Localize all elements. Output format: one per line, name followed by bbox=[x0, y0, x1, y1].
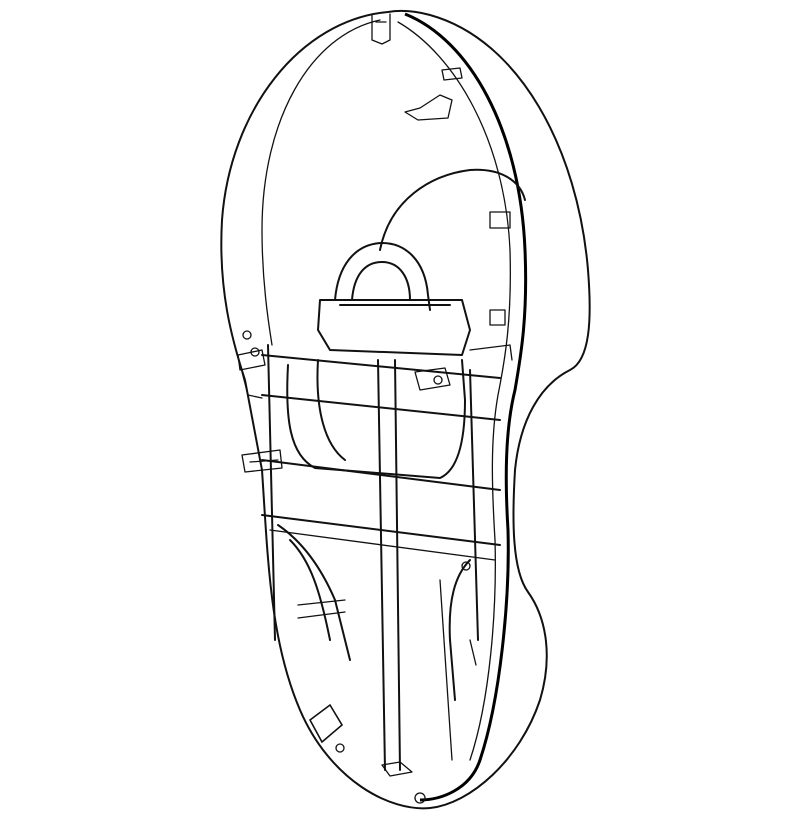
left-clip-upper bbox=[237, 349, 266, 399]
side-tab bbox=[489, 211, 511, 326]
outer-shell-outline bbox=[220, 10, 591, 810]
hook-loop bbox=[334, 241, 431, 311]
hook-body bbox=[317, 299, 471, 356]
front-plate-inner-edge bbox=[397, 21, 511, 761]
vertical-rails bbox=[267, 344, 479, 771]
lower-strut-left bbox=[277, 524, 351, 661]
lower-strut-right bbox=[448, 559, 471, 701]
horizontal-ribs bbox=[261, 354, 501, 561]
top-clip bbox=[371, 13, 391, 45]
right-clip bbox=[414, 344, 513, 391]
lower-rib bbox=[297, 599, 346, 619]
upper-peg bbox=[404, 67, 463, 121]
left-clip-middle bbox=[241, 449, 283, 473]
bracket-cup bbox=[286, 359, 466, 479]
inner-shell-rim bbox=[261, 19, 381, 346]
lower-window bbox=[308, 703, 344, 744]
round-boss bbox=[379, 168, 526, 251]
bottom-foot bbox=[381, 639, 477, 777]
front-plate-edge bbox=[404, 12, 528, 802]
screw-holes bbox=[242, 330, 471, 804]
